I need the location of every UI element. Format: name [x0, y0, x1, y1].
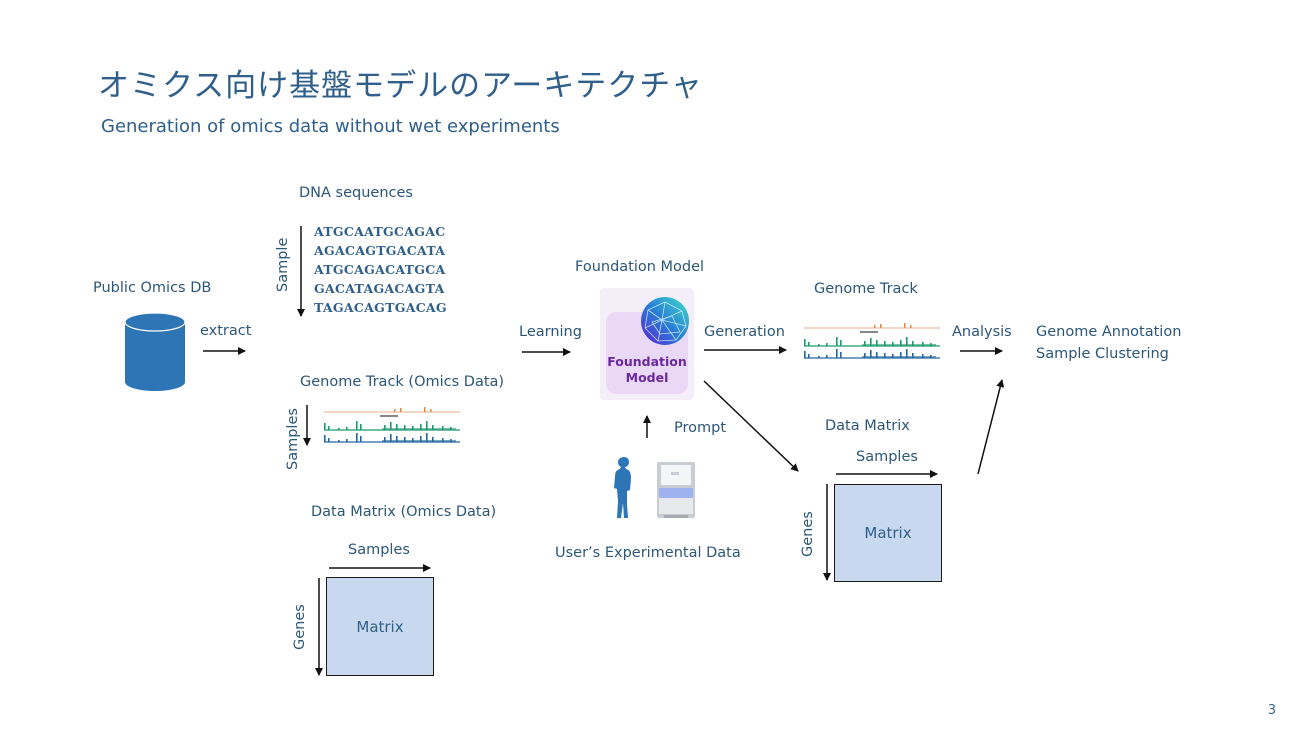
sequencer-icon	[657, 462, 695, 518]
genome-track-icon	[804, 323, 940, 359]
output-matrix-box: Matrix	[834, 484, 942, 582]
database-icon	[124, 312, 186, 391]
dna-sequence: GACATAGACAGTA	[314, 281, 445, 296]
input-genome-track-axis-label: Samples	[285, 408, 301, 470]
output-data-matrix-label: Data Matrix	[825, 418, 910, 434]
slide-title: オミクス向け基盤モデルのアーキテクチャ	[98, 68, 703, 104]
input-matrix-samples-label: Samples	[348, 542, 410, 558]
output-genome-track-label: Genome Track	[814, 281, 918, 297]
foundation-model-badge: Foundation Model	[600, 288, 694, 400]
dna-sequence: ATGCAATGCAGAC	[314, 224, 446, 239]
badge-line-2: Model	[625, 370, 669, 385]
output-matrix-samples-label: Samples	[856, 449, 918, 465]
neural-sphere-icon	[641, 297, 689, 345]
foundation-model-title: Foundation Model	[575, 259, 705, 275]
input-data-matrix-label: Data Matrix (Omics Data)	[311, 504, 497, 520]
dna-sequence: AGACAGTGACATA	[314, 243, 446, 258]
matrix-analysis-arrow	[977, 379, 1005, 475]
extract-label: extract	[200, 323, 252, 339]
dna-sequence: ATGCAGACATGCA	[314, 262, 446, 277]
learning-label: Learning	[519, 324, 582, 340]
input-matrix-text: Matrix	[356, 617, 404, 636]
dna-sample-axis-label: Sample	[275, 237, 291, 292]
input-matrix-genes-label: Genes	[292, 604, 308, 650]
generation-label: Generation	[704, 324, 785, 340]
user-experimental-data-label: User’s Experimental Data	[555, 545, 741, 561]
output-matrix-genes-label: Genes	[800, 511, 816, 557]
dna-sequences-label: DNA sequences	[299, 185, 413, 201]
input-matrix-box: Matrix	[326, 577, 434, 676]
output-matrix-text: Matrix	[864, 524, 912, 542]
analysis-label: Analysis	[952, 324, 1012, 340]
person-icon	[614, 457, 631, 518]
source-db-label: Public Omics DB	[93, 280, 212, 296]
result-sample-clustering: Sample Clustering	[1036, 346, 1169, 362]
badge-line-1: Foundation	[607, 354, 687, 369]
slide-subtitle: Generation of omics data without wet exp…	[101, 116, 560, 137]
page-number: 3	[1267, 703, 1276, 718]
dna-sequence: TAGACAGTGACAG	[314, 300, 447, 315]
input-genome-track-label: Genome Track (Omics Data)	[300, 374, 505, 390]
genome-track-icon	[324, 407, 460, 443]
result-genome-annotation: Genome Annotation	[1036, 324, 1182, 340]
foundation-model-badge-text: Foundation Model	[606, 354, 688, 386]
dna-sequence-list: ATGCAATGCAGAC AGACAGTGACATA ATGCAGACATGC…	[314, 222, 447, 317]
prompt-label: Prompt	[674, 420, 727, 436]
